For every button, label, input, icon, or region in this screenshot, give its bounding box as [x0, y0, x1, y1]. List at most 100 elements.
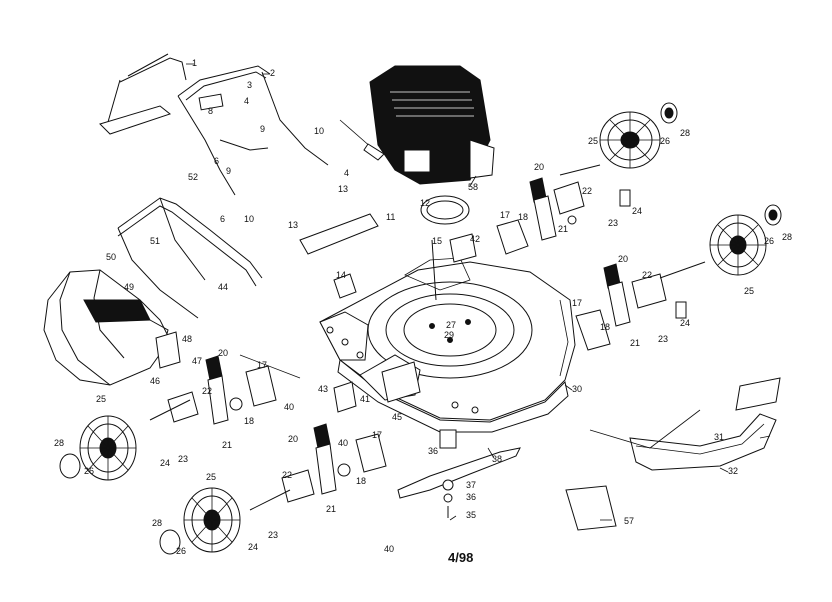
- door-45: [381, 361, 421, 403]
- callout-11: 11: [386, 212, 395, 222]
- callout-24c: 24: [160, 458, 170, 468]
- callout-22a: 22: [582, 186, 592, 196]
- callout-10b: 10: [244, 214, 254, 224]
- callout-21d: 21: [326, 504, 336, 514]
- callout-50: 50: [106, 252, 116, 262]
- callout-17a: 17: [500, 210, 510, 220]
- callout-24a: 24: [632, 206, 642, 216]
- clip-14: [333, 273, 357, 299]
- footer-date-code: 4/98: [448, 550, 473, 565]
- callout-9a: 9: [260, 124, 265, 134]
- callout-36a: 36: [428, 446, 438, 456]
- callout-13a: 13: [338, 184, 348, 194]
- callout-14: 14: [336, 270, 346, 280]
- callout-46: 46: [150, 376, 160, 386]
- callout-23d: 23: [268, 530, 278, 540]
- callout-52: 52: [188, 172, 198, 182]
- callout-49: 49: [124, 282, 134, 292]
- callout-28c: 28: [54, 438, 64, 448]
- chute-cover: [565, 485, 617, 531]
- callout-29: 29: [444, 330, 454, 340]
- callout-2: 2: [270, 68, 275, 78]
- bracket-42: [449, 233, 477, 263]
- callout-4b: 4: [344, 168, 349, 178]
- engine: [339, 65, 495, 185]
- callout-43: 43: [318, 384, 328, 394]
- callout-24b: 24: [680, 318, 690, 328]
- callout-32: 32: [728, 466, 738, 476]
- callout-22b: 22: [642, 270, 652, 280]
- callout-18a: 18: [518, 212, 528, 222]
- callout-3: 3: [247, 80, 252, 90]
- wheel-rear-left: [59, 415, 137, 481]
- callout-21c: 21: [222, 440, 232, 450]
- callout-25a: 25: [588, 136, 598, 146]
- callout-36b: 36: [466, 492, 476, 502]
- height-adjuster-left-rear: [149, 355, 243, 425]
- callout-28b: 28: [782, 232, 792, 242]
- rear-skirt: [629, 377, 781, 471]
- callout-17c: 17: [257, 360, 267, 370]
- wheel-front-left: [159, 487, 241, 555]
- wheel-rear-right: [709, 204, 782, 276]
- callout-45: 45: [392, 412, 402, 422]
- mower-deck: [319, 257, 576, 433]
- callout-42: 42: [470, 234, 480, 244]
- blade: [397, 429, 521, 518]
- callout-20b: 20: [618, 254, 628, 264]
- grass-bag: [43, 269, 171, 386]
- callout-47: 47: [192, 356, 202, 366]
- callout-4a: 4: [244, 96, 249, 106]
- height-adjuster-right-rear: [603, 261, 706, 327]
- callout-37: 37: [466, 480, 476, 490]
- callout-23c: 23: [178, 454, 188, 464]
- callout-18d: 18: [356, 476, 366, 486]
- rod-15: [431, 239, 437, 301]
- upper-handle: [99, 53, 187, 135]
- callout-1: 1: [192, 58, 197, 68]
- callout-24d: 24: [248, 542, 258, 552]
- callout-58: 58: [468, 182, 478, 192]
- callout-25d: 25: [206, 472, 216, 482]
- callout-18c: 18: [244, 416, 254, 426]
- callout-20d: 20: [288, 434, 298, 444]
- callouts: 1 2 3 4 4 8 9 9 6 6 10 10 11 12 13 13 14…: [54, 58, 792, 556]
- height-adjuster-right-front: [529, 164, 631, 241]
- callout-48: 48: [182, 334, 192, 344]
- handle-main: [177, 65, 329, 196]
- callout-21b: 21: [630, 338, 640, 348]
- callout-40b: 40: [338, 438, 348, 448]
- callout-57: 57: [624, 516, 634, 526]
- callout-6a: 6: [214, 156, 219, 166]
- plate-17d: [355, 433, 387, 473]
- plate-48: [155, 331, 181, 369]
- callout-17b: 17: [572, 298, 582, 308]
- callout-40c: 40: [384, 544, 394, 554]
- callout-23b: 23: [658, 334, 668, 344]
- callout-40a: 40: [284, 402, 294, 412]
- callout-26b: 26: [764, 236, 774, 246]
- callout-20c: 20: [218, 348, 228, 358]
- callout-28d: 28: [152, 518, 162, 528]
- callout-35: 35: [466, 510, 476, 520]
- callout-26d: 26: [176, 546, 186, 556]
- leader-lines: [186, 63, 771, 521]
- wheel-front-right: [599, 102, 678, 169]
- bracket-11: [299, 213, 379, 255]
- callout-26a: 26: [660, 136, 670, 146]
- callout-6b: 6: [220, 214, 225, 224]
- callout-30: 30: [572, 384, 582, 394]
- callout-26c: 26: [84, 466, 94, 476]
- callout-51: 51: [150, 236, 160, 246]
- plate-17c: [245, 365, 277, 407]
- callout-44: 44: [218, 282, 228, 292]
- callout-27: 27: [446, 320, 456, 330]
- callout-20a: 20: [534, 162, 544, 172]
- callout-22c: 22: [202, 386, 212, 396]
- callout-15: 15: [432, 236, 442, 246]
- callout-21a: 21: [558, 224, 568, 234]
- callout-31: 31: [714, 432, 724, 442]
- callout-18b: 18: [600, 322, 610, 332]
